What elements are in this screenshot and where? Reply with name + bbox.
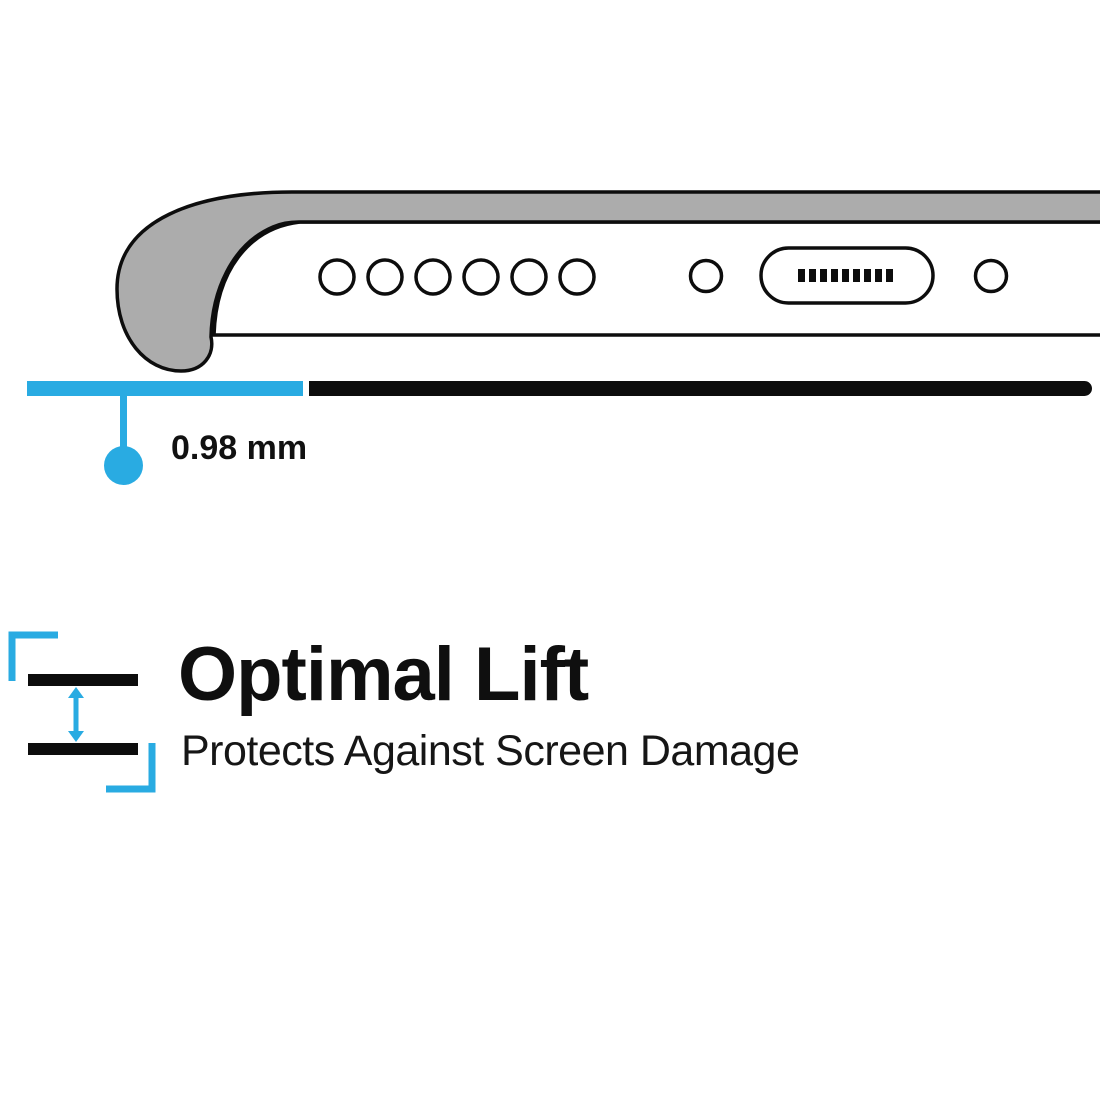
lift-gap-icon bbox=[8, 631, 156, 793]
feature-subtitle: Protects Against Screen Damage bbox=[181, 727, 800, 775]
lip-measure-bar-accent bbox=[27, 381, 303, 396]
phone-bottom-illustration bbox=[115, 190, 1100, 373]
speaker-hole bbox=[318, 258, 356, 296]
feature-title: Optimal Lift bbox=[178, 632, 589, 717]
charging-port-pins bbox=[798, 269, 893, 282]
speaker-holes bbox=[318, 258, 596, 296]
lip-measure-bar-dark bbox=[309, 381, 1092, 396]
case-shell bbox=[115, 190, 1100, 373]
speaker-hole bbox=[510, 258, 548, 296]
speaker-hole bbox=[558, 258, 596, 296]
double-arrow-icon bbox=[68, 687, 84, 742]
measure-pointer-line bbox=[120, 394, 127, 450]
speaker-hole bbox=[414, 258, 452, 296]
gap-bottom-bar bbox=[28, 743, 138, 755]
speaker-hole bbox=[366, 258, 404, 296]
gap-top-bar bbox=[28, 674, 138, 686]
charging-port-icon bbox=[759, 246, 935, 305]
measure-pointer-dot bbox=[104, 446, 143, 485]
bracket-bottom-right-icon bbox=[106, 743, 156, 793]
mic-hole-left-icon bbox=[688, 258, 724, 294]
measurement-label: 0.98 mm bbox=[171, 429, 308, 467]
speaker-hole bbox=[462, 258, 500, 296]
mic-hole-right-icon bbox=[973, 258, 1009, 294]
bracket-top-left-icon bbox=[8, 631, 58, 681]
